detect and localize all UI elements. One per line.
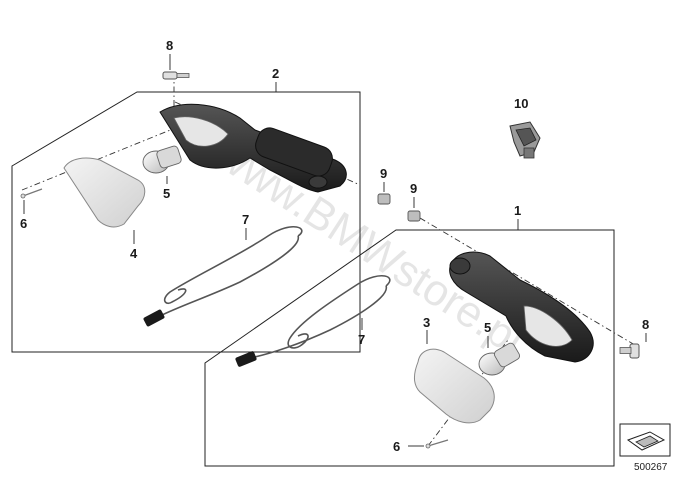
screw-right — [619, 343, 640, 359]
callout-7-right: 7 — [358, 332, 365, 347]
left-assembly-frame — [11, 91, 361, 353]
assembly-axis-left-lens — [21, 117, 201, 191]
callout-8-right: 8 — [642, 317, 649, 332]
callout-5-right: 5 — [484, 320, 491, 335]
lens-right — [414, 348, 495, 424]
assembly-axis-right-housing — [419, 217, 641, 349]
catalog-number: 500267 — [634, 462, 668, 473]
callout-2: 2 — [272, 66, 279, 81]
wiring-harness-right — [235, 275, 391, 367]
callout-7-left: 7 — [242, 212, 249, 227]
callout-3: 3 — [423, 315, 430, 330]
callout-6-right: 6 — [393, 439, 400, 454]
cable-clip — [509, 121, 541, 159]
callout-1: 1 — [514, 203, 521, 218]
callout-10: 10 — [514, 96, 528, 111]
indicator-housing-left — [159, 103, 347, 193]
callout-4: 4 — [130, 246, 138, 261]
callout-9-right: 9 — [410, 181, 417, 196]
bulb-right — [478, 342, 521, 376]
screw-small-left — [20, 188, 43, 199]
callout-5-left: 5 — [163, 186, 170, 201]
lens-left — [63, 157, 146, 228]
screw-small-right — [425, 439, 449, 449]
right-assembly-frame — [204, 229, 615, 467]
nut-right — [407, 210, 421, 222]
catalog-badge — [619, 423, 671, 457]
bulb-left — [142, 145, 182, 174]
callout-9-left: 9 — [380, 166, 387, 181]
nut-left — [377, 193, 391, 205]
indicator-housing-right — [449, 251, 594, 363]
callout-8-top: 8 — [166, 38, 173, 53]
callout-6-left: 6 — [20, 216, 27, 231]
wiring-harness-left — [143, 226, 303, 327]
screw-top-left — [162, 71, 190, 80]
